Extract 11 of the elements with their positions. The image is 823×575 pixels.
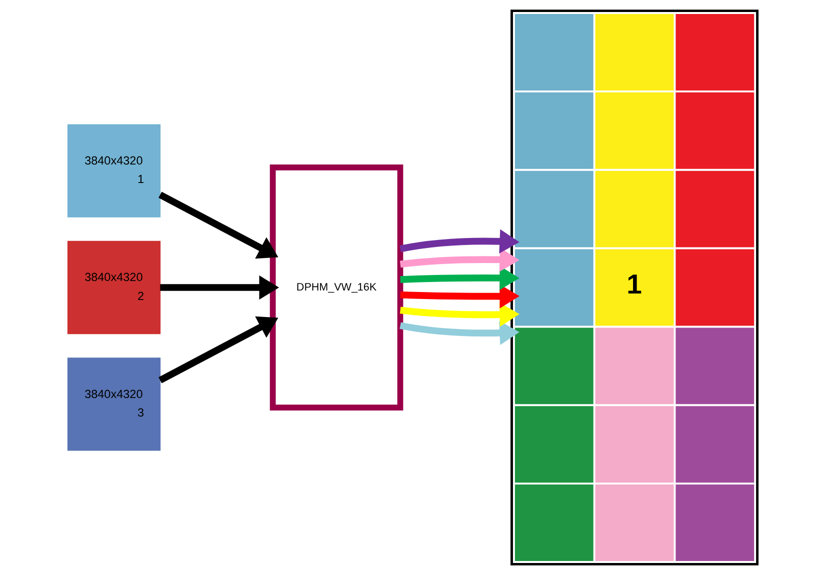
arrow	[158, 316, 278, 384]
node-box: DPHM_VW_16K	[269, 164, 403, 411]
node-box: 3840x4320 3	[66, 358, 160, 451]
arrow	[158, 192, 278, 259]
arrow	[160, 275, 279, 300]
arrow	[399, 248, 519, 272]
node-box: 3840x4320 2	[66, 240, 160, 334]
arrow	[399, 320, 519, 346]
arrow	[399, 302, 519, 327]
node-box: 3840x4320 1	[66, 124, 160, 218]
arrow	[399, 229, 519, 254]
